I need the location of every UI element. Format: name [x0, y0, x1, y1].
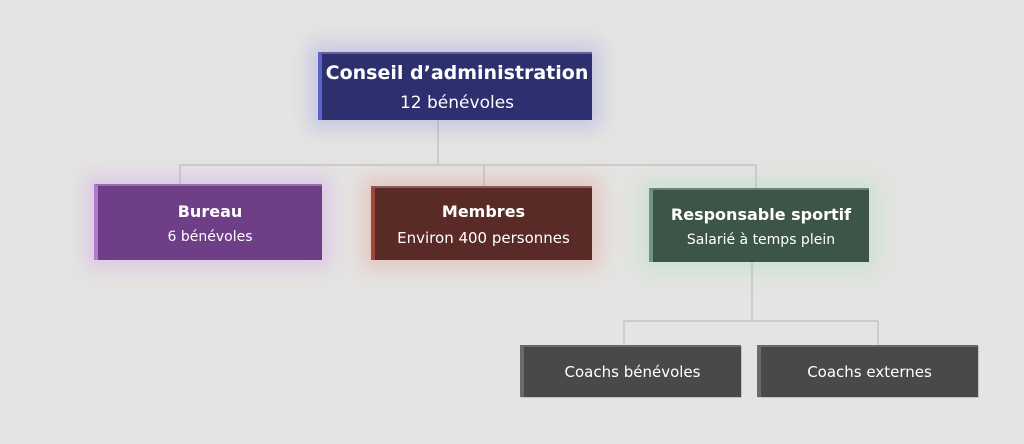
conseil-administration-box: Conseil d’administration 12 bénévoles	[318, 52, 592, 120]
bureau-title: Bureau	[177, 201, 243, 221]
bureau-box: Bureau 6 bénévoles	[94, 184, 322, 260]
membres-subtitle: Environ 400 personnes	[397, 228, 570, 247]
membres-title: Membres	[441, 201, 526, 221]
responsable-subtitle: Salarié à temps plein	[686, 231, 836, 248]
bureau-subtitle: 6 bénévoles	[167, 228, 253, 245]
conseil-title: Conseil d’administration	[325, 61, 589, 84]
responsable-title: Responsable sportif	[670, 204, 852, 224]
coachs-externes-box: Coachs externes	[757, 345, 978, 397]
conseil-subtitle: 12 bénévoles	[399, 92, 515, 113]
coachs-benevoles-box: Coachs bénévoles	[520, 345, 741, 397]
membres-box: Membres Environ 400 personnes	[371, 186, 592, 260]
responsable-sportif-box: Responsable sportif Salarié à temps plei…	[649, 188, 869, 262]
coachs-externes-label: Coachs externes	[807, 363, 932, 381]
coachs-benevoles-label: Coachs bénévoles	[564, 363, 701, 381]
